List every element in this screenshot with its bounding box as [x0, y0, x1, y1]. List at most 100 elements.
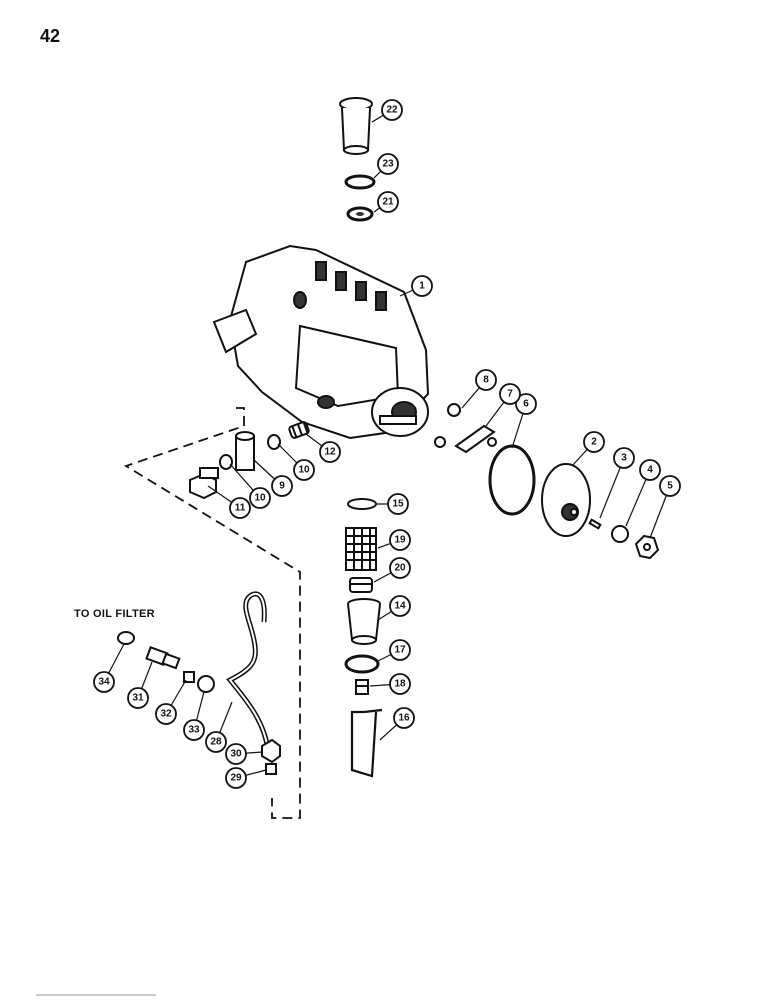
- callout-21: 21: [373, 191, 399, 213]
- callout-10: 10: [277, 443, 315, 481]
- callout-circle: [377, 191, 399, 213]
- callout-number: 22: [386, 105, 398, 116]
- callout-circle: [389, 557, 411, 579]
- callout-28: 28: [205, 701, 233, 753]
- callout-circle: [583, 431, 605, 453]
- callout-circle: [93, 671, 115, 693]
- callout-number: 28: [210, 737, 222, 748]
- callout-33: 33: [183, 691, 205, 741]
- part-6-o-ring: [488, 444, 536, 516]
- callout-circle: [499, 383, 521, 405]
- callout-number: 15: [392, 499, 404, 510]
- callout-circle: [613, 447, 635, 469]
- part-7-plate: [454, 424, 497, 454]
- callout-20: 20: [373, 557, 411, 583]
- callout-number: 6: [523, 399, 529, 410]
- part-16-bail-clamp: [350, 708, 383, 778]
- callout-number: 30: [230, 749, 242, 760]
- callout-number: 18: [394, 679, 406, 690]
- part-4-lockwasher: [611, 525, 629, 543]
- part-28-tube: [226, 591, 271, 751]
- callout-2: 2: [571, 431, 605, 467]
- part-14-filter-bowl: [347, 598, 381, 645]
- callout-number: 17: [394, 645, 406, 656]
- callout-circle: [475, 369, 497, 391]
- part-21-washer: [346, 206, 374, 222]
- part-23-seal: [344, 174, 376, 190]
- callout-number: 21: [382, 197, 394, 208]
- callout-circle: [389, 673, 411, 695]
- callout-circle: [389, 639, 411, 661]
- callout-number: 10: [254, 493, 266, 504]
- callout-circle: [389, 529, 411, 551]
- callout-22: 22: [371, 99, 403, 123]
- part-12-spring: [288, 421, 310, 439]
- callout-8: 8: [461, 369, 497, 409]
- callout-circle: [639, 459, 661, 481]
- callout-30: 30: [225, 743, 263, 765]
- callout-34: 34: [93, 643, 125, 693]
- callout-circle: [205, 731, 227, 753]
- part-19-filter-element: [345, 527, 377, 571]
- part-32-sleeve: [183, 671, 195, 683]
- callout-number: 3: [621, 453, 627, 464]
- callout-circle: [515, 393, 537, 415]
- part-2-flange: [541, 463, 591, 537]
- callout-29: 29: [225, 767, 267, 789]
- part-10-washer-upper: [267, 434, 281, 450]
- callout-18: 18: [369, 673, 411, 695]
- callout-number: 23: [382, 159, 394, 170]
- callout-23: 23: [373, 153, 399, 179]
- part-17-ring-nut: [344, 654, 380, 674]
- footer-divider: [36, 994, 156, 996]
- callout-17: 17: [375, 639, 411, 663]
- callout-number: 11: [235, 503, 246, 514]
- callout-1: 1: [399, 275, 433, 297]
- callout-circle: [293, 459, 315, 481]
- callout-10: 10: [229, 463, 271, 509]
- callout-3: 3: [599, 447, 635, 519]
- callout-number: 8: [483, 375, 489, 386]
- callout-circle: [183, 719, 205, 741]
- callout-number: 31: [132, 693, 144, 704]
- callout-31: 31: [127, 661, 153, 709]
- part-31-connector: [145, 646, 181, 670]
- part-30-nut: [261, 738, 281, 764]
- callout-circle: [249, 487, 271, 509]
- callout-32: 32: [155, 679, 187, 725]
- callout-circle: [225, 767, 247, 789]
- callout-circle: [127, 687, 149, 709]
- callout-16: 16: [379, 707, 415, 741]
- callout-circle: [225, 743, 247, 765]
- callout-layer: 1234567891010111214151617181920212223282…: [93, 99, 681, 789]
- callout-circle: [387, 493, 409, 515]
- callout-number: 14: [394, 601, 406, 612]
- callout-number: 29: [230, 773, 242, 784]
- callout-circle: [411, 275, 433, 297]
- callout-number: 1: [419, 281, 425, 292]
- part-18-plug: [355, 679, 369, 695]
- injection-pump-body: [212, 244, 430, 440]
- callout-number: 5: [667, 481, 673, 492]
- callout-number: 10: [298, 465, 310, 476]
- callout-14: 14: [377, 595, 411, 621]
- callout-number: 7: [507, 389, 513, 400]
- part-11-bolt: [189, 467, 219, 500]
- callout-number: 34: [98, 677, 110, 688]
- callout-5: 5: [649, 475, 681, 539]
- part-29-sleeve: [265, 763, 277, 775]
- part-9-elbow-fitting: [235, 431, 255, 471]
- callout-number: 12: [324, 447, 336, 458]
- part-15-gasket: [347, 498, 377, 510]
- callout-15: 15: [376, 493, 409, 515]
- callout-number: 2: [591, 437, 597, 448]
- part-nut-small: [434, 436, 446, 448]
- callout-number: 19: [394, 535, 406, 546]
- callout-circle: [389, 595, 411, 617]
- callout-number: 20: [394, 563, 406, 574]
- callout-circle: [377, 153, 399, 175]
- part-20-spring: [349, 577, 373, 593]
- callout-number: 16: [398, 713, 410, 724]
- callout-12: 12: [305, 433, 341, 463]
